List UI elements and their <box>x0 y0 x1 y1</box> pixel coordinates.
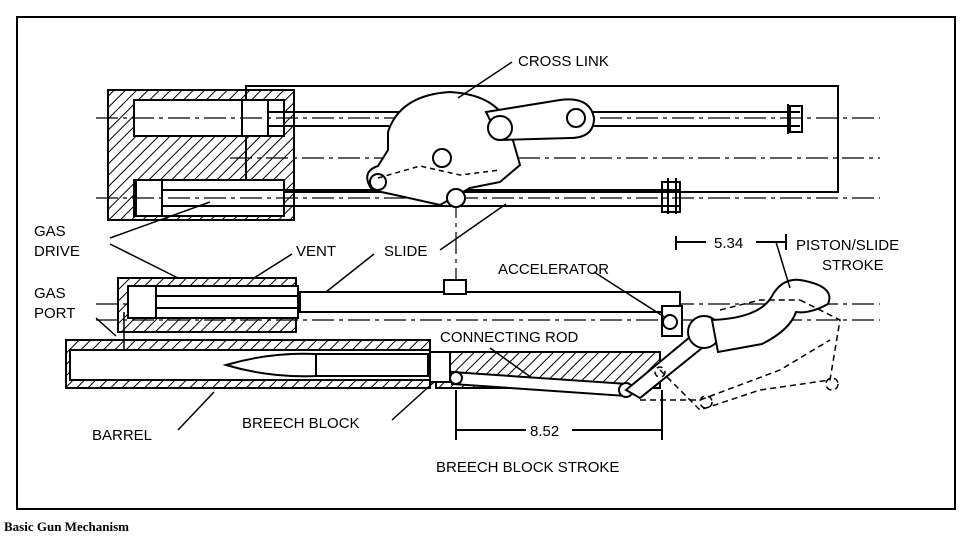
label-vent: VENT <box>296 243 336 260</box>
label-stroke-852: 8.52 <box>530 423 559 440</box>
label-breech-block: BREECH BLOCK <box>242 415 360 432</box>
label-piston-slide-line2: STROKE <box>822 257 884 274</box>
label-gas-drive-line2: DRIVE <box>34 243 80 260</box>
leader-lines <box>95 61 791 431</box>
lower-slide <box>299 279 683 337</box>
label-gas-port-line1: GAS <box>34 285 66 302</box>
label-piston-slide-line1: PISTON/SLIDE <box>796 237 899 254</box>
stroke-marks-upper <box>667 104 789 214</box>
label-breech-block-stroke: BREECH BLOCK STROKE <box>436 459 619 476</box>
lower-gas-drive-cylinder <box>117 277 300 333</box>
figure-caption: Basic Gun Mechanism <box>4 519 129 534</box>
label-barrel: BARREL <box>92 427 152 444</box>
barrel <box>65 339 431 389</box>
label-gas-drive-line1: GAS <box>34 223 66 240</box>
label-slide: SLIDE <box>384 243 427 260</box>
label-stroke-534: 5.34 <box>714 235 743 252</box>
label-gas-port-line2: PORT <box>34 305 75 322</box>
label-cross-link: CROSS LINK <box>518 53 609 70</box>
accelerator <box>624 278 831 400</box>
label-accelerator: ACCELERATOR <box>498 261 609 278</box>
label-connecting-rod: CONNECTING ROD <box>440 329 579 346</box>
diagram-labels: CROSS LINK GAS DRIVE VENT SLIDE 5.34 PIS… <box>34 53 899 476</box>
upper-gas-drive-cylinder <box>107 89 295 221</box>
dimension-lines <box>455 234 787 440</box>
cross-link <box>366 90 596 208</box>
accelerator-dashed-positions <box>640 299 841 411</box>
cross-link-dashed <box>377 165 501 179</box>
